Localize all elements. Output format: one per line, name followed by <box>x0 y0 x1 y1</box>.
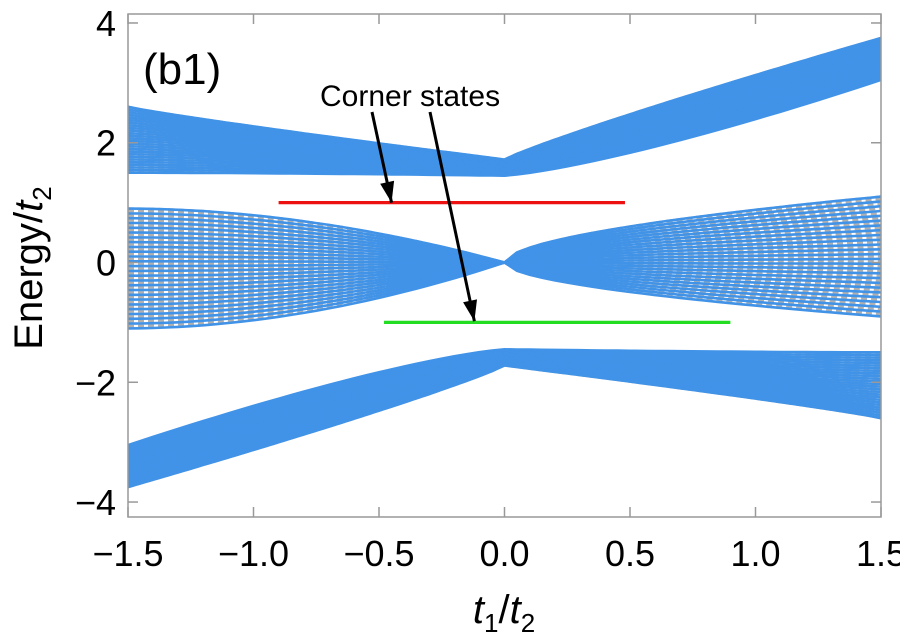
band-lines <box>128 36 881 489</box>
band-middle-dashed <box>128 216 881 264</box>
band-middle-dashed <box>128 261 881 299</box>
annotation-arrow-head <box>463 299 477 322</box>
y-tick-label: 4 <box>96 3 116 44</box>
corner-state-lines <box>278 201 731 324</box>
band-middle-dashed <box>128 226 881 264</box>
band-middle-dashed <box>128 261 881 280</box>
x-tick-label: 1.0 <box>730 533 780 574</box>
annotation-arrow-shaft <box>428 111 476 322</box>
band-middle-dashed <box>128 261 881 289</box>
band-middle-dashed <box>128 250 881 265</box>
band-middle-dashed <box>128 207 881 264</box>
band-middle-line <box>128 195 881 264</box>
y-tick-label: −2 <box>75 362 116 403</box>
x-tick-label: 0.5 <box>605 533 655 574</box>
panel-label: (b1) <box>143 45 221 94</box>
band-middle-dashed <box>128 236 881 264</box>
band-upper-line <box>128 36 881 161</box>
band-middle-dashed <box>128 245 881 264</box>
x-tick-label: −0.5 <box>343 533 414 574</box>
x-tick-label: −1.0 <box>218 533 289 574</box>
band-middle-dashed <box>128 231 881 264</box>
y-axis-title: Energy/t2 <box>7 186 57 349</box>
y-tick-label: 0 <box>96 243 116 284</box>
band-middle-dashed <box>128 261 881 285</box>
x-tick-label: −1.5 <box>92 533 163 574</box>
band-middle-dashed <box>128 260 881 275</box>
annotation-text: Corner states <box>320 80 500 113</box>
band-lower-line <box>128 364 881 489</box>
annotation-arrow-head <box>380 180 395 203</box>
x-tick-label: 1.5 <box>856 533 900 574</box>
band-middle-dashed <box>128 261 881 304</box>
y-tick-label: −4 <box>75 482 116 523</box>
x-axis-title: t1/t2 <box>473 588 535 638</box>
band-middle-dashed <box>128 255 881 270</box>
band-middle-dashed <box>128 240 881 264</box>
x-tick-label: 0.0 <box>479 533 529 574</box>
band-middle-dashed <box>128 261 881 294</box>
band-middle-dashed <box>128 261 881 309</box>
annotation-arrows <box>370 111 477 322</box>
y-tick-label: 2 <box>96 123 116 164</box>
axis-ticks <box>127 14 882 517</box>
band-middle-dashed <box>128 221 881 264</box>
y-tick-labels: −4 −2 0 2 4 <box>75 3 116 523</box>
x-tick-labels: −1.5 −1.0 −0.5 0.0 0.5 1.0 1.5 <box>92 533 900 574</box>
band-middle-dashed <box>128 212 881 264</box>
